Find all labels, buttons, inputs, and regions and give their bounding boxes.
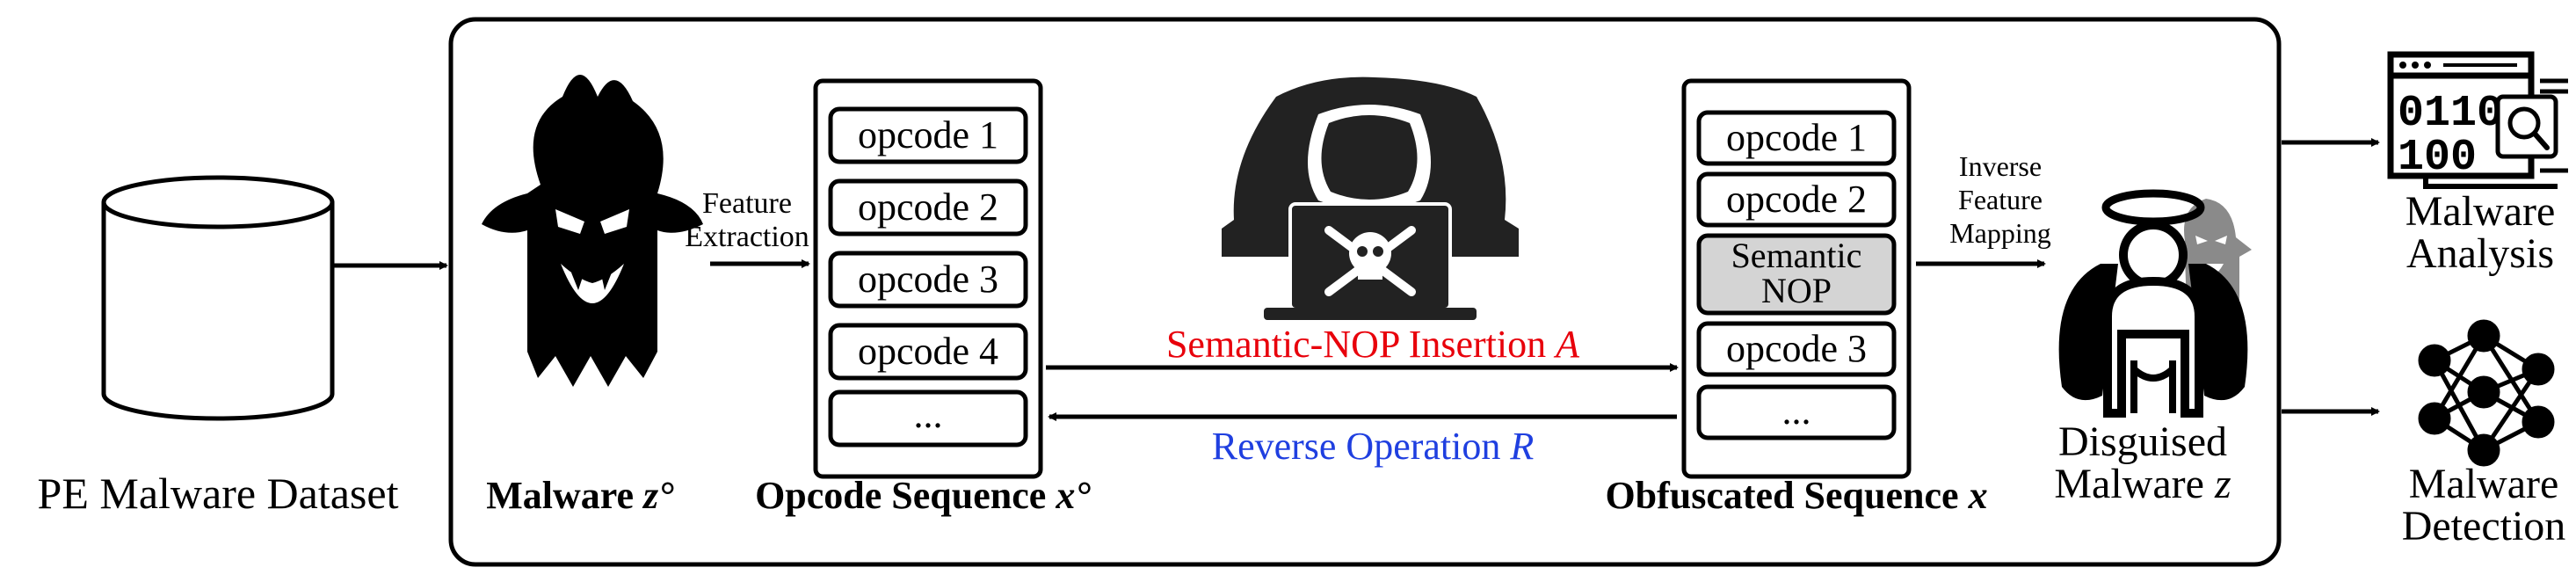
inverse-mapping-line1: Inverse [1959,150,2042,182]
obf-item-box [1696,321,1897,377]
obf-item: opcode 1 [1726,116,1867,159]
opcode-item: ... [914,393,943,436]
dataset-label: PE Malware Dataset [38,469,399,518]
insertion-label: Semantic-NOP Insertion A [1166,323,1580,366]
semantic-nop-line1: Semantic [1731,236,1862,275]
obf-item-box [1696,171,1897,228]
detection-line1: Malware [2409,461,2559,507]
binary-digits-2: 100 [2398,133,2477,183]
opcode-item-box [828,178,1028,236]
binary-analysis-icon: 0110 100 [2387,51,2568,189]
reverse-label: Reverse Operation R [1212,425,1535,468]
obf-item-box [1696,384,1897,440]
inverse-mapping-line2: Feature [1958,184,2043,215]
obf-item: opcode 3 [1726,327,1867,370]
feature-extraction-line2: Extraction [685,221,809,253]
opcode-sequence-label: Opcode Sequence x° [755,474,1091,517]
inverse-mapping-line3: Mapping [1949,217,2051,249]
disguised-line2: Malware z [2054,461,2231,507]
opcode-item-box [828,323,1028,381]
analysis-line1: Malware [2405,188,2556,235]
feature-extraction-line1: Feature [702,187,792,220]
malware-ghost-icon [482,75,703,387]
neural-network-icon [2418,319,2555,467]
opcode-item-box [828,106,1028,164]
analysis-line2: Analysis [2406,230,2554,277]
angel-icon [2058,189,2248,418]
hacker-icon [1222,76,1519,320]
detection-line2: Detection [2402,503,2566,549]
opcode-item: opcode 2 [858,186,998,229]
opcode-list: opcode 1 opcode 2 opcode 3 opcode 4 ... [828,106,1028,447]
obf-item: ... [1782,389,1811,433]
semantic-nop-line2: NOP [1761,271,1832,310]
obf-item-box [1696,110,1897,166]
obfuscated-sequence-label: Obfuscated Sequence x [1605,474,1987,517]
semantic-nop-box [1696,233,1897,316]
framework-panel [448,17,2282,567]
opcode-item-box [828,251,1028,309]
opcode-item: opcode 4 [858,330,998,373]
dataset-cylinder-icon [101,175,335,421]
opcode-item: opcode 3 [858,258,998,301]
opcode-item: opcode 1 [858,113,998,156]
disguised-line1: Disguised [2058,418,2227,465]
obfuscated-list: opcode 1 opcode 2 Semantic NOP opcode 3 … [1696,110,1897,440]
obf-item: opcode 2 [1726,178,1867,221]
opcode-item-box [828,389,1028,447]
malware-label: Malware z° [486,474,674,517]
binary-digits-1: 0110 [2398,89,2503,139]
